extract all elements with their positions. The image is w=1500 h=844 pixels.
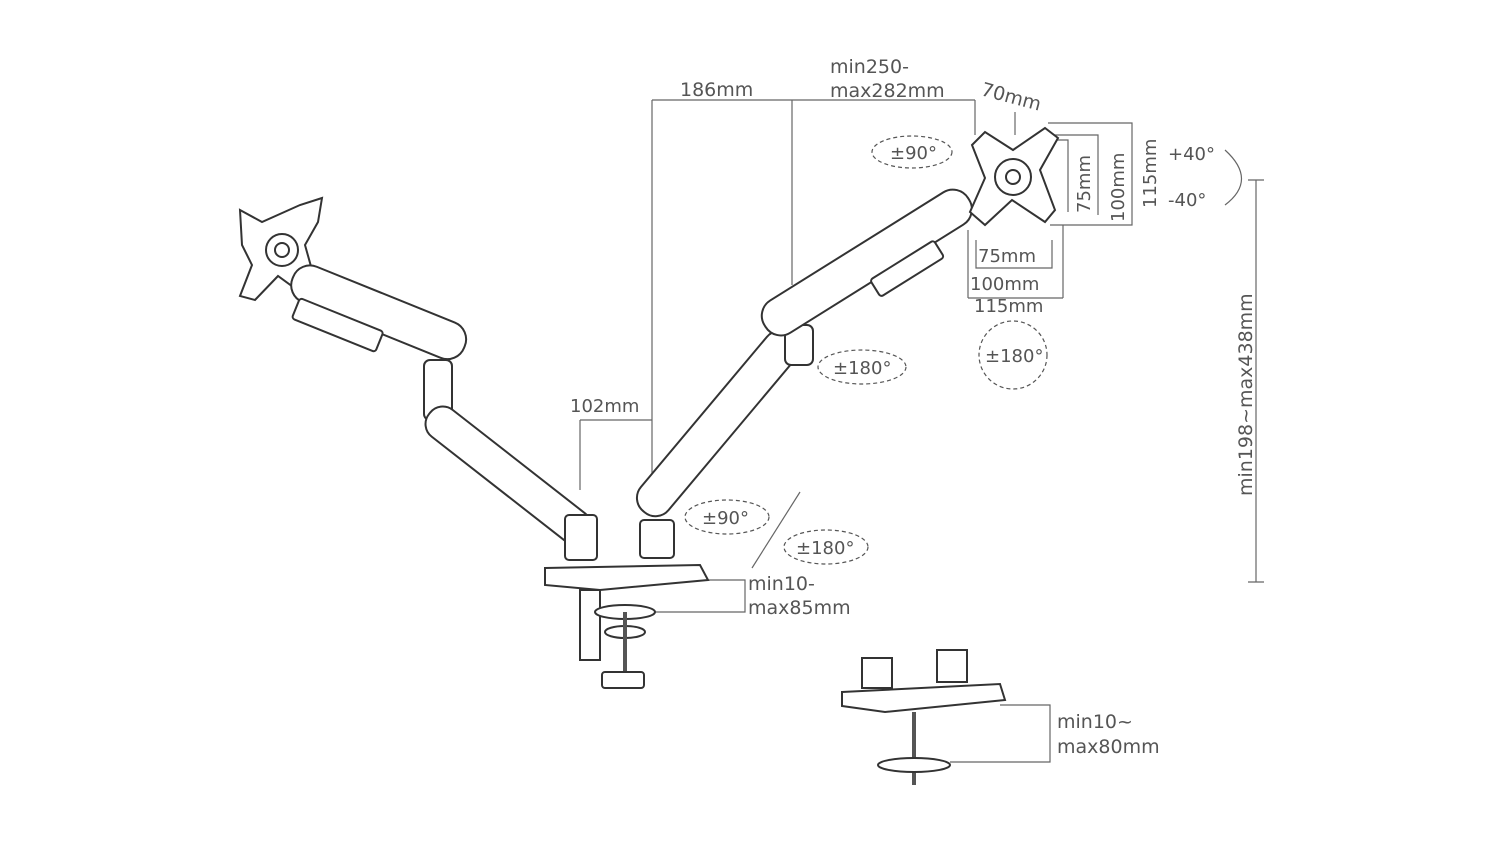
tilt-down-label: -40° bbox=[1168, 190, 1206, 211]
clamp-max-label: max85mm bbox=[748, 597, 851, 619]
height-range-label: min198~max438mm bbox=[1235, 293, 1257, 496]
head-rotation-label: ±180° bbox=[985, 346, 1043, 367]
vesa-horizontal-100: 100mm bbox=[970, 274, 1039, 295]
elbow-swivel-label: ±180° bbox=[833, 358, 891, 379]
base-swivel-arm-label: ±90° bbox=[702, 508, 749, 529]
clamp-base bbox=[544, 563, 710, 689]
head-offset-label: 70mm bbox=[979, 79, 1044, 116]
pole-offset-label: 102mm bbox=[570, 396, 639, 417]
arm-offset-label: 186mm bbox=[680, 79, 753, 101]
arm-length-max-label: max282mm bbox=[830, 80, 945, 102]
grommet-min-label: min10~ bbox=[1057, 711, 1133, 733]
right-arm bbox=[635, 126, 1060, 559]
vesa-vertical-75: 75mm bbox=[1074, 155, 1095, 213]
tilt-up-label: +40° bbox=[1168, 144, 1215, 165]
clamp-min-label: min10- bbox=[748, 573, 815, 595]
base-swivel-pole-label: ±180° bbox=[796, 538, 854, 559]
head-swivel-label: ±90° bbox=[890, 143, 937, 164]
arm-length-min-label: min250- bbox=[830, 56, 909, 78]
vesa-horizontal-115: 115mm bbox=[974, 296, 1043, 317]
left-arm bbox=[238, 196, 598, 561]
grommet-base bbox=[841, 649, 1007, 785]
rotation-markers bbox=[684, 135, 1048, 565]
dimension-lines bbox=[579, 99, 1264, 763]
vesa-vertical-115: 115mm bbox=[1140, 139, 1161, 208]
grommet-max-label: max80mm bbox=[1057, 736, 1160, 758]
vesa-horizontal-75: 75mm bbox=[978, 246, 1036, 267]
vesa-vertical-100: 100mm bbox=[1108, 153, 1129, 222]
